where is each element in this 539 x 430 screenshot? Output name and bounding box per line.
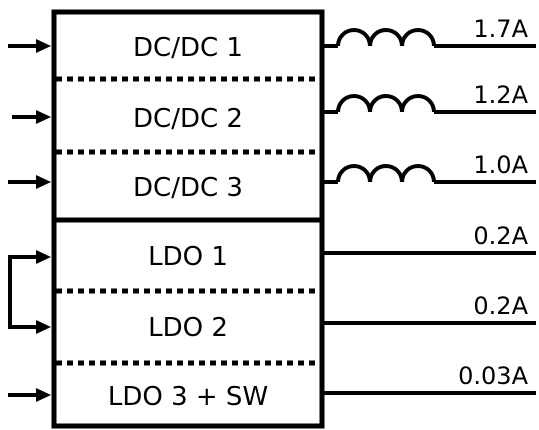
inductor-icon <box>336 164 436 183</box>
input-arrow-dcdc1 <box>8 39 51 53</box>
block-label-ldo1: LDO 1 <box>148 242 228 272</box>
input-arrow-dcdc3 <box>8 175 51 189</box>
output-dcdc2 <box>322 94 536 114</box>
output-dcdc1 <box>322 28 536 48</box>
block-label-dcdc2: DC/DC 2 <box>133 104 243 134</box>
block-label-dcdc1: DC/DC 1 <box>133 33 243 63</box>
block-label-dcdc3: DC/DC 3 <box>133 173 243 203</box>
block-label-ldo3-sw: LDO 3 + SW <box>108 382 268 412</box>
inductor-icon <box>336 94 436 113</box>
inductor-icon <box>336 28 436 47</box>
current-label-ldo2: 0.2A <box>473 292 528 320</box>
current-label-dcdc3: 1.0A <box>473 151 528 179</box>
output-dcdc3 <box>322 164 536 184</box>
current-label-ldo1: 0.2A <box>473 222 528 250</box>
ldo1-ldo2-link-arrows <box>8 250 51 334</box>
block-label-ldo2: LDO 2 <box>148 313 228 343</box>
current-label-ldo3: 0.03A <box>458 362 528 390</box>
current-label-dcdc2: 1.2A <box>473 81 528 109</box>
input-arrow-ldo3 <box>8 388 51 402</box>
current-label-dcdc1: 1.7A <box>473 15 528 43</box>
input-arrow-dcdc2 <box>12 110 51 124</box>
